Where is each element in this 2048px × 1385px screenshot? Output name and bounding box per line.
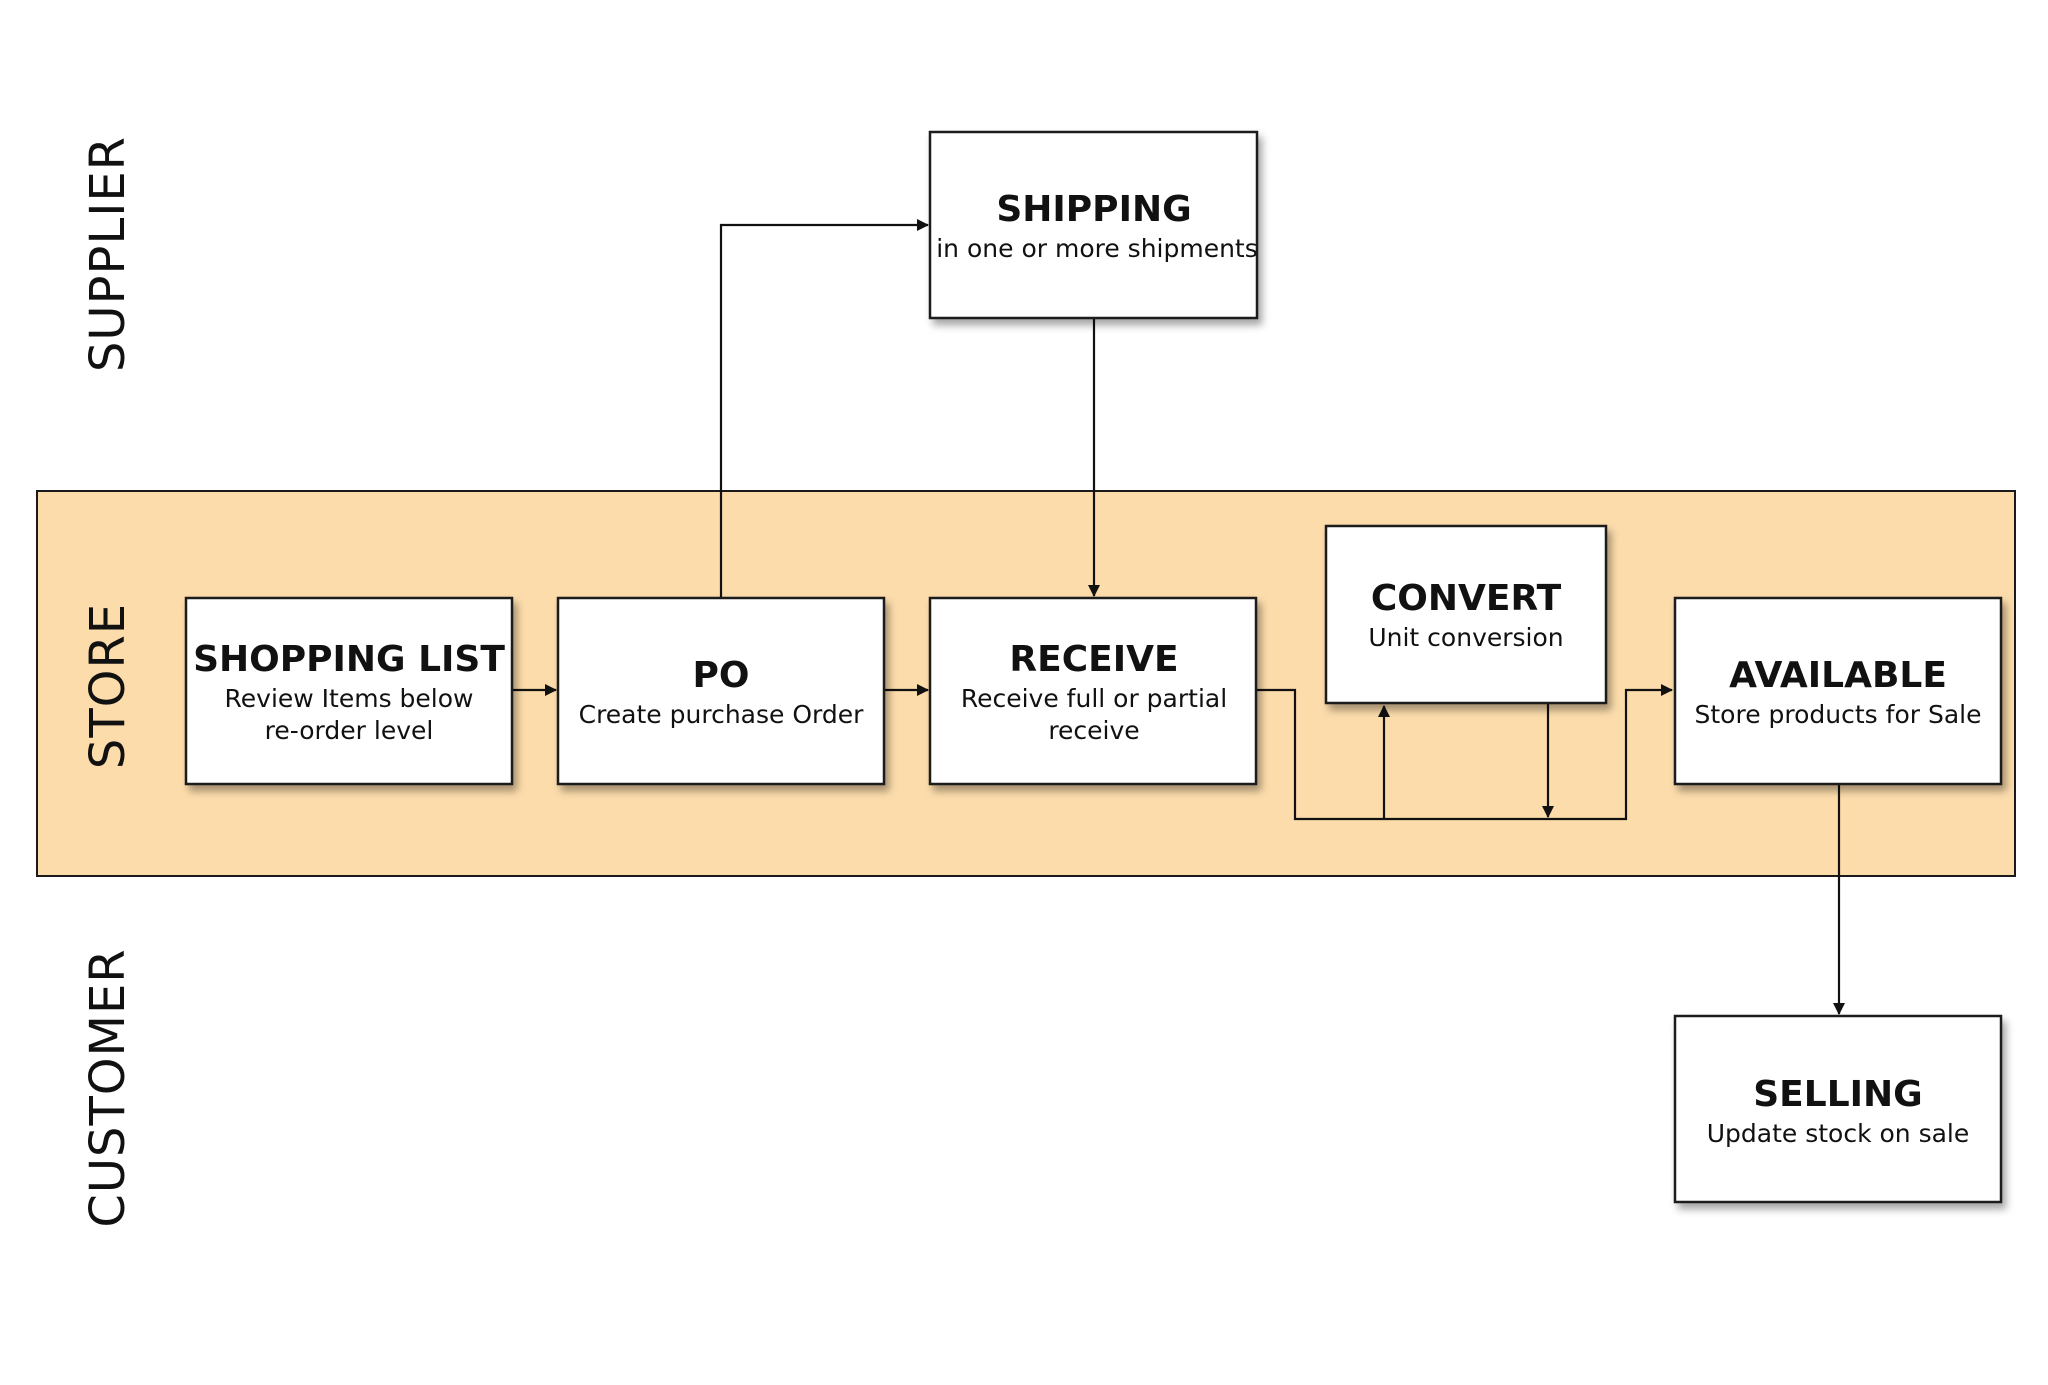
node-shipping-box <box>928 130 1259 320</box>
edge-receive-to-available <box>1256 684 1673 821</box>
node-available-title: AVAILABLE <box>1729 655 1947 696</box>
node-convert: CONVERT Unit conversion <box>1324 524 1608 705</box>
node-po: PO Create purchase Order <box>556 596 886 786</box>
node-po-title: PO <box>693 655 750 696</box>
node-shopping-list-line-1: Review Items below <box>225 684 474 713</box>
node-shipping: SHIPPING in one or more shipments <box>928 130 1259 320</box>
node-selling-box <box>1673 1014 2003 1204</box>
edge-po-to-shipping <box>719 219 929 598</box>
node-shopping-list-line-2: re-order level <box>265 716 434 745</box>
node-po-line-1: Create purchase Order <box>579 700 864 729</box>
node-selling: SELLING Update stock on sale <box>1673 1014 2003 1204</box>
node-receive-title: RECEIVE <box>1009 639 1178 680</box>
node-available-line-1: Store products for Sale <box>1695 700 1982 729</box>
node-receive-line-1: Receive full or partial <box>961 684 1227 713</box>
node-shipping-line-1: in one or more shipments <box>936 234 1258 263</box>
lane-label-customer: CUSTOMER <box>80 948 136 1227</box>
node-receive-box <box>928 596 1258 786</box>
node-receive-line-2: receive <box>1048 716 1139 745</box>
node-selling-line-1: Update stock on sale <box>1707 1119 1970 1148</box>
node-convert-title: CONVERT <box>1371 578 1562 619</box>
node-selling-title: SELLING <box>1753 1074 1922 1115</box>
lane-label-supplier: SUPPLIER <box>80 136 136 372</box>
node-convert-box <box>1324 524 1608 705</box>
node-po-box <box>556 596 886 786</box>
node-shopping-list-title: SHOPPING LIST <box>193 639 505 680</box>
connectors <box>512 219 1845 1015</box>
node-receive: RECEIVE Receive full or partial receive <box>928 596 1258 786</box>
node-shopping-list-box <box>184 596 514 786</box>
node-shopping-list: SHOPPING LIST Review Items below re-orde… <box>184 596 514 786</box>
node-available: AVAILABLE Store products for Sale <box>1673 596 2003 786</box>
node-convert-line-1: Unit conversion <box>1368 623 1563 652</box>
node-available-box <box>1673 596 2003 786</box>
lane-label-store: STORE <box>80 603 136 769</box>
node-shipping-title: SHIPPING <box>996 189 1191 230</box>
